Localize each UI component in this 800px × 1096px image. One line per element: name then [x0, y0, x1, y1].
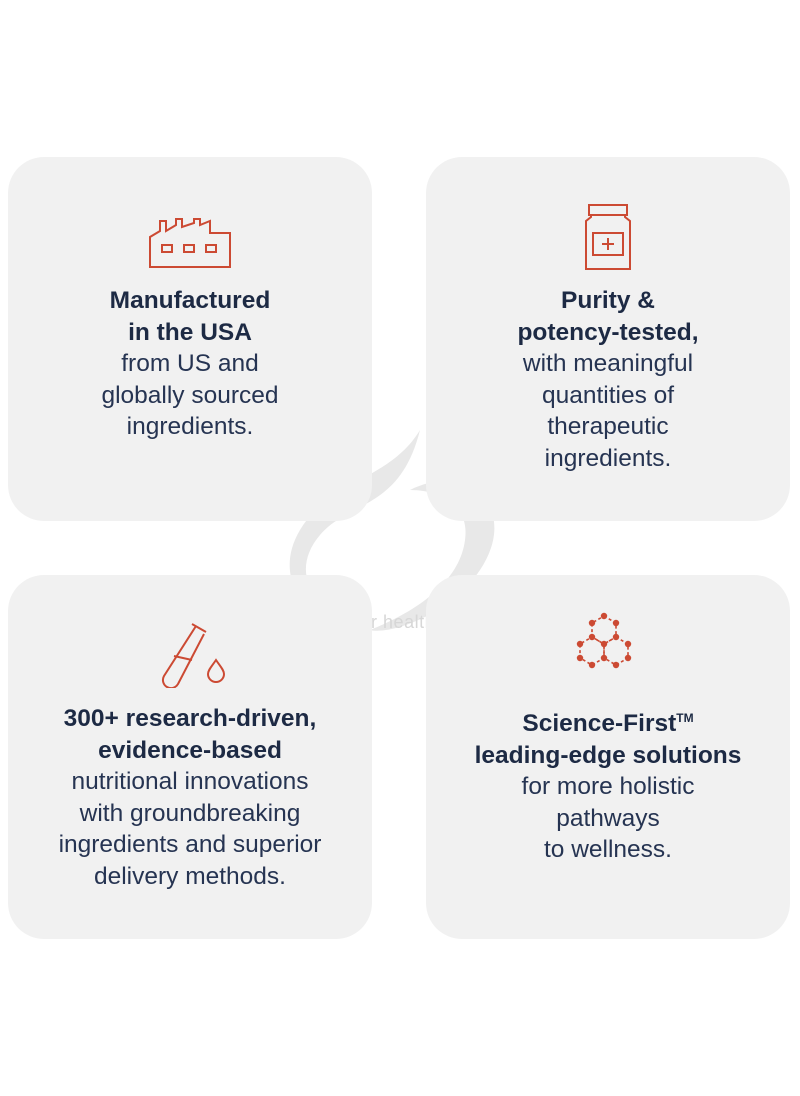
card-body-line: with meaningful	[522, 350, 694, 377]
card-body-line: pathways	[556, 804, 660, 832]
card-body-line: ingredients.	[126, 413, 254, 440]
feature-card-purity: Purity & potency-tested, with meaningful…	[426, 157, 790, 521]
card-body-line: ingredients and superior	[58, 831, 322, 858]
feature-card-manufactured: Manufactured in the USA from US and glob…	[8, 157, 372, 521]
card-body-line: ingredients.	[544, 444, 672, 472]
card-heading-line: leading-edge solutions	[474, 741, 742, 769]
card-heading-line: Manufactured	[109, 287, 271, 314]
factory-icon	[149, 218, 231, 268]
card-body-line: delivery methods.	[93, 862, 286, 890]
card-heading-line: in the USA	[128, 318, 252, 346]
card-body-line: for more holistic	[521, 773, 695, 800]
feature-card-research: 300+ research-driven, evidence-based nut…	[8, 575, 372, 939]
card-heading-line: 300+ research-driven,	[63, 705, 317, 732]
trademark-symbol: TM	[676, 711, 694, 725]
card-body-line: therapeutic	[547, 413, 669, 440]
card-body-line: globally sourced	[101, 381, 279, 409]
card-heading-line: Science-FirstTM	[522, 710, 694, 737]
card-body-line: from US and	[121, 350, 259, 377]
feature-card-science: Science-FirstTM leading-edge solutions f…	[426, 575, 790, 939]
card-body-line: to wellness.	[543, 836, 672, 863]
card-heading-line: Purity &	[561, 287, 655, 314]
supplement-bottle-icon	[585, 204, 631, 270]
test-tube-drop-icon	[161, 623, 226, 688]
card-body-line: quantities of	[541, 381, 675, 409]
card-heading-line: evidence-based	[98, 736, 282, 764]
molecule-icon	[576, 612, 632, 669]
card-body-line: nutritional innovations	[71, 768, 309, 795]
card-body-line: with groundbreaking	[79, 799, 301, 827]
card-heading-line: potency-tested,	[517, 318, 699, 346]
